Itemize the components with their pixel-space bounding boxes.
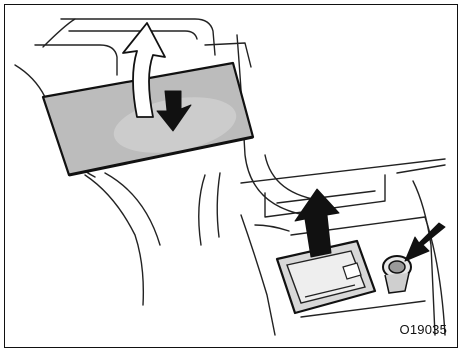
figure-frame: O19035 xyxy=(4,4,458,348)
lighter-push-arrow xyxy=(405,223,445,261)
lighter-knob xyxy=(383,256,411,293)
figure-code: O19035 xyxy=(400,322,447,337)
console-illustration xyxy=(5,5,459,349)
